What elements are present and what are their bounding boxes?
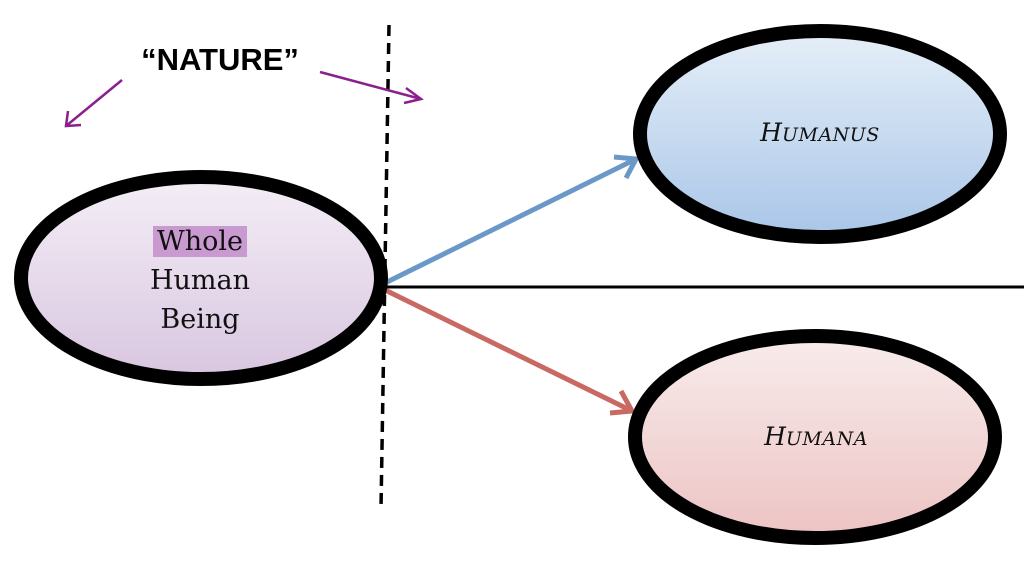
humana-initial: H [764, 422, 786, 451]
humanus-ellipse [633, 24, 1007, 244]
humanus-arrow [381, 154, 640, 287]
humanus-initial: H [760, 118, 782, 147]
nature-arrow-left [64, 79, 123, 128]
humana-arrow [381, 286, 637, 416]
center-node-text: Whole Human Being [115, 222, 285, 339]
center-node-line-being: Being [160, 304, 240, 335]
humana-ellipse [628, 329, 1002, 545]
whole-human-being-ellipse [14, 170, 388, 386]
nature-label: “NATURE” [141, 42, 299, 77]
humanus-label: HUMANUS [720, 118, 920, 147]
humana-rest: UMANA [785, 428, 868, 450]
nature-arrow-right [319, 70, 424, 105]
whole-highlighted-word: Whole [152, 226, 247, 257]
humanus-rest: UMANUS [781, 124, 880, 146]
center-node-line-human: Human [149, 265, 251, 296]
humana-label: HUMANA [716, 422, 916, 451]
